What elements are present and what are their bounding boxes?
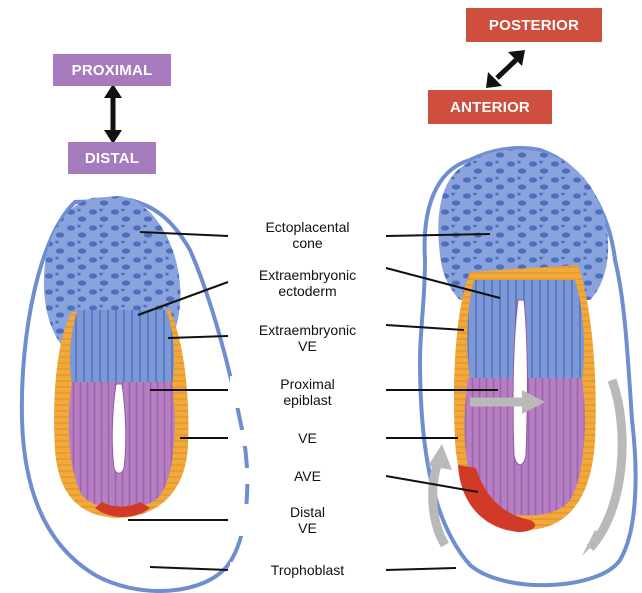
leader-trophoblast-right: [386, 568, 456, 570]
anterior-posterior-arrow: [486, 50, 525, 88]
right-embryo: [420, 148, 636, 585]
label-extraembryonic-ve-line2: VE: [230, 338, 385, 354]
label-extraembryonic-ectoderm-line1: Extraembryonic: [230, 267, 385, 283]
proximal-tag: PROXIMAL: [53, 54, 171, 86]
label-ave: AVE: [230, 468, 385, 484]
label-proximal-epiblast-line2: epiblast: [230, 392, 385, 408]
label-extraembryonic-ve-line1: Extraembryonic: [230, 322, 385, 338]
label-distal-ve: Distal VE: [230, 504, 385, 536]
label-distal-ve-line2: VE: [230, 520, 385, 536]
right-proamniotic-cavity: [513, 300, 527, 465]
label-extraembryonic-ectoderm-line2: ectoderm: [230, 283, 385, 299]
label-proximal-epiblast: Proximal epiblast: [230, 376, 385, 408]
label-proximal-epiblast-line1: Proximal: [230, 376, 385, 392]
anterior-tag: ANTERIOR: [428, 90, 552, 124]
label-ectoplacental-cone-line1: Ectoplacental: [230, 219, 385, 235]
label-ve: VE: [230, 430, 385, 446]
label-ectoplacental-cone-line2: cone: [230, 235, 385, 251]
label-ectoplacental-cone: Ectoplacental cone: [230, 219, 385, 251]
label-extraembryonic-ve: Extraembryonic VE: [230, 322, 385, 354]
posterior-tag: POSTERIOR: [466, 8, 602, 42]
distal-tag: DISTAL: [68, 142, 156, 174]
label-extraembryonic-ectoderm: Extraembryonic ectoderm: [230, 267, 385, 299]
proximal-distal-arrow: [104, 84, 122, 144]
left-proamniotic-cavity: [112, 384, 125, 473]
label-distal-ve-line1: Distal: [230, 504, 385, 520]
left-embryo: [22, 196, 247, 591]
label-trophoblast: Trophoblast: [230, 562, 385, 578]
